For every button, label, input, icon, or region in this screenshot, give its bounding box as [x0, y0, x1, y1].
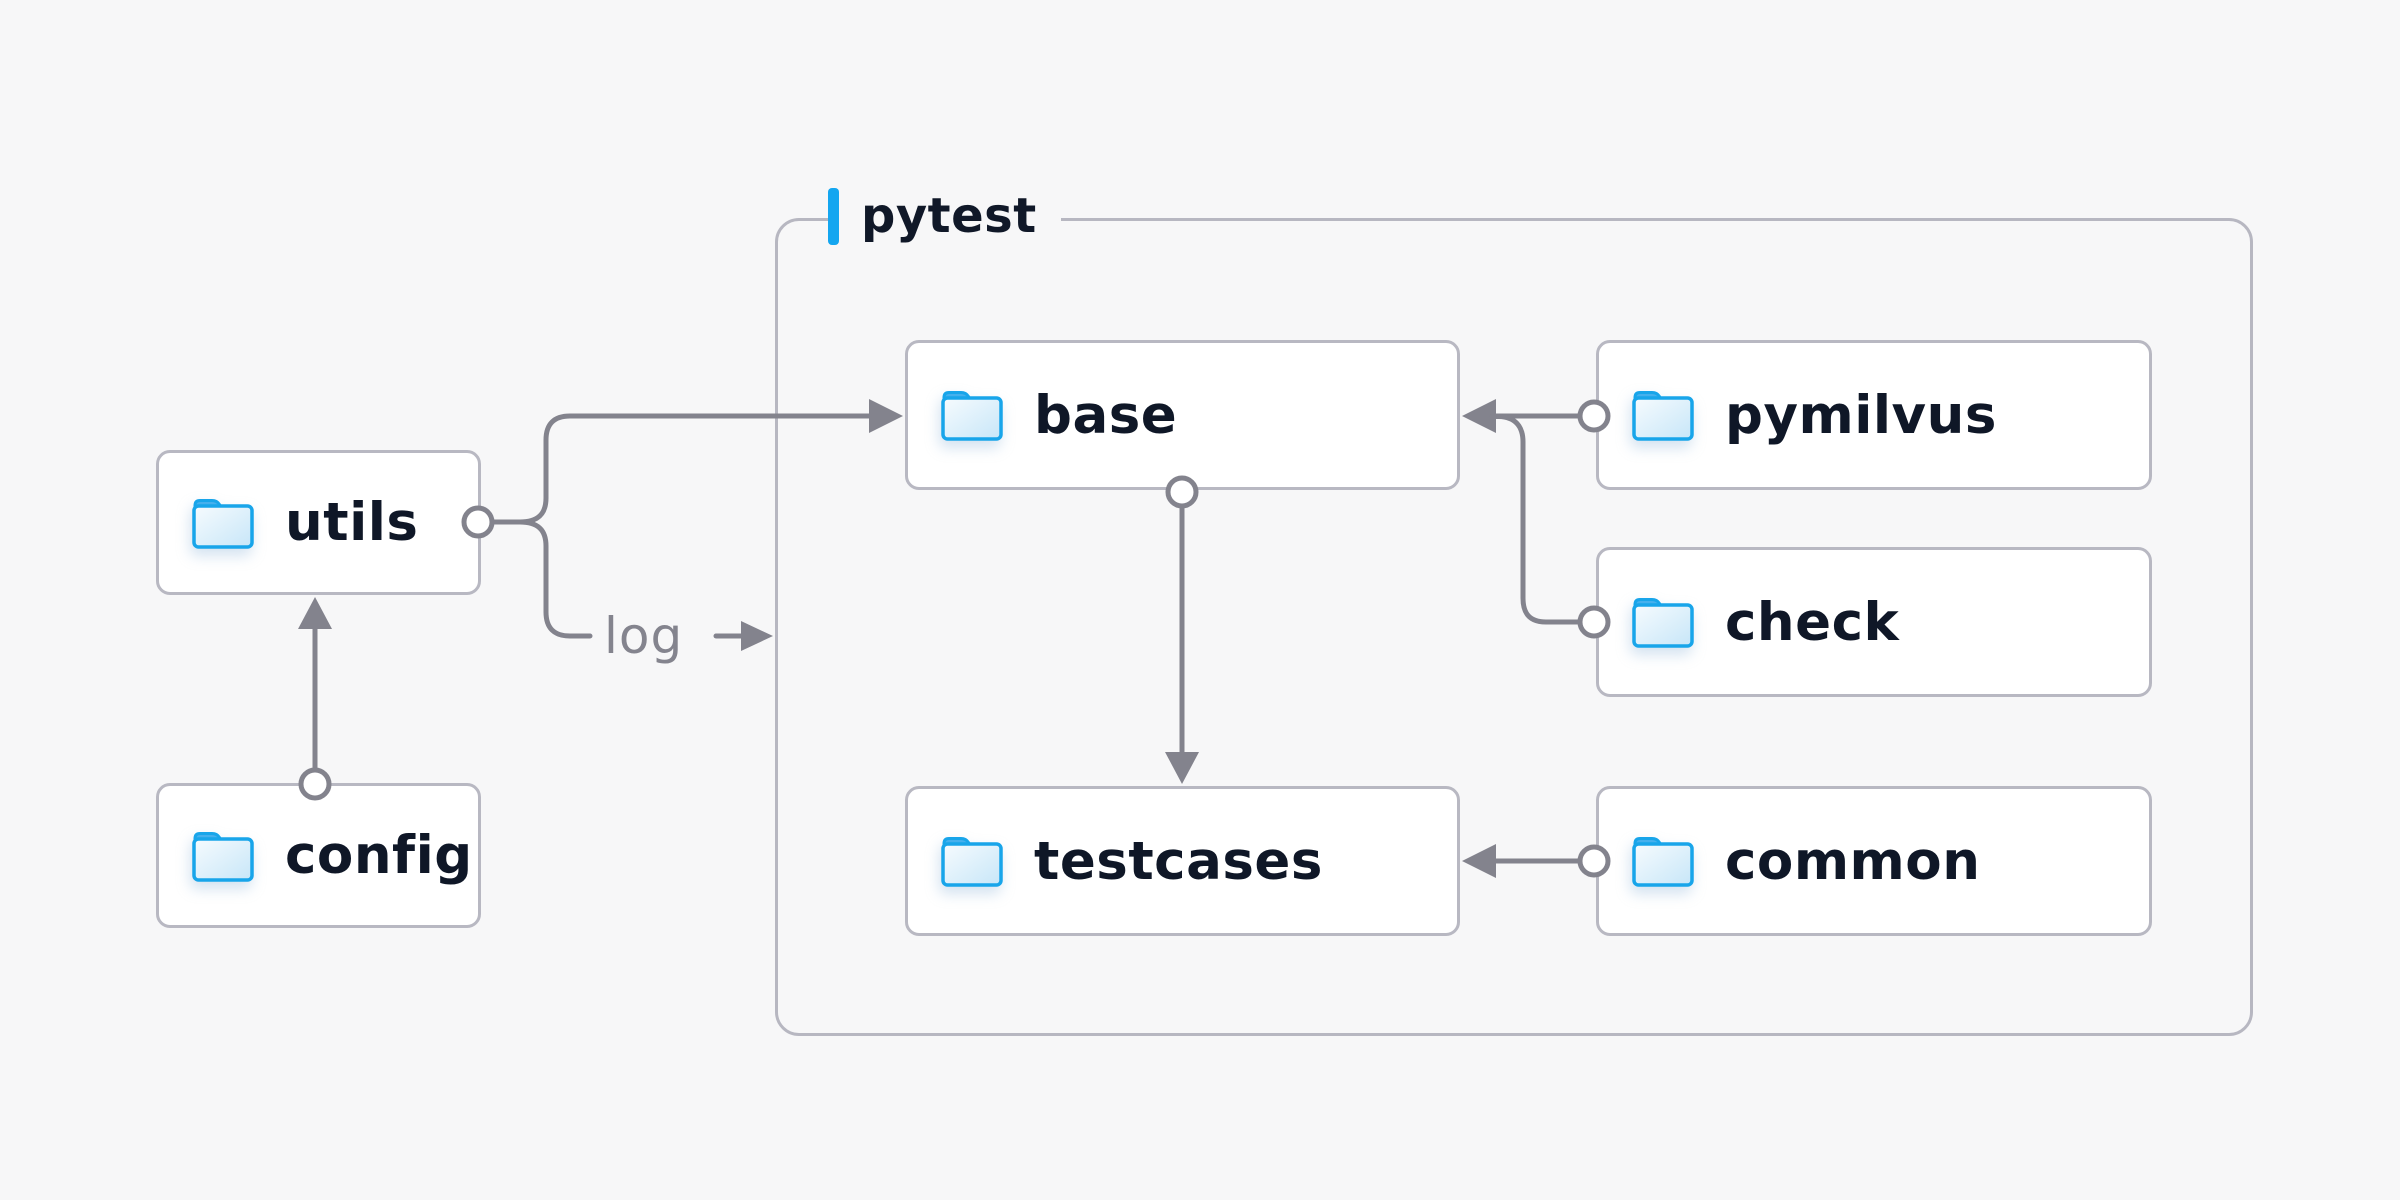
pytest-container-label: pytest: [828, 186, 1061, 246]
node-pymilvus: pymilvus: [1596, 340, 2152, 490]
accent-bar-icon: [828, 187, 839, 245]
folder-icon: [1632, 598, 1694, 648]
folder-icon: [941, 391, 1003, 441]
folder-icon: [192, 831, 254, 882]
folder-icon: [1632, 391, 1694, 441]
pytest-container: [775, 218, 2253, 1036]
edge-label-log: log: [604, 607, 684, 665]
node-config: config: [156, 783, 481, 928]
edge-utils-to-log: [517, 519, 593, 639]
node-testcases: testcases: [905, 786, 1460, 936]
node-common: common: [1596, 786, 2152, 936]
node-utils: utils: [156, 450, 481, 595]
node-label: testcases: [1034, 830, 1323, 892]
node-label: base: [1034, 384, 1178, 446]
node-label: check: [1725, 591, 1900, 653]
node-label: pymilvus: [1725, 384, 1997, 446]
node-label: utils: [285, 492, 419, 553]
folder-icon: [941, 837, 1003, 887]
arrowhead-into-utils-bottom: [298, 597, 332, 629]
node-base: base: [905, 340, 1460, 490]
node-label: config: [285, 825, 473, 886]
folder-icon: [192, 498, 254, 549]
arrowhead-log-into-container: [741, 621, 773, 651]
node-check: check: [1596, 547, 2152, 697]
folder-icon: [1632, 837, 1694, 887]
pytest-label-text: pytest: [861, 188, 1037, 244]
node-label: common: [1725, 830, 1981, 892]
